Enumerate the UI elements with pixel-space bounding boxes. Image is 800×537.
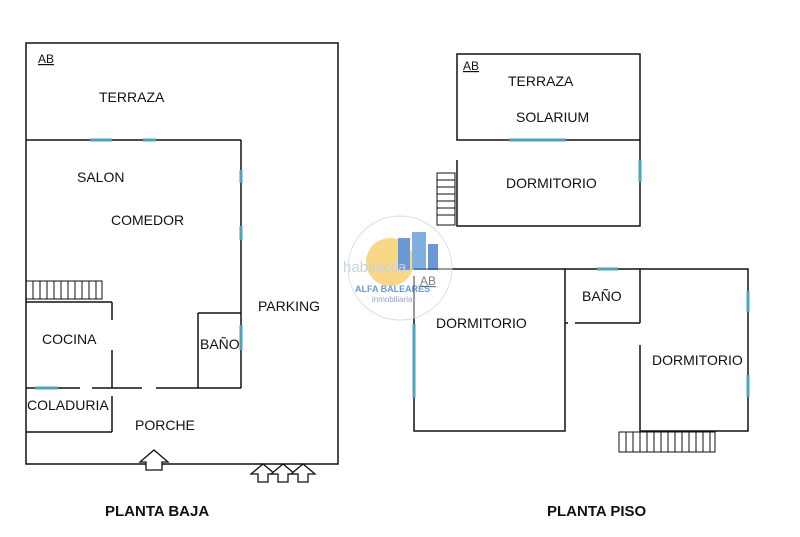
bedroom-top-outline [456, 140, 641, 227]
room-label-solarium: SOLARIUM [516, 109, 589, 125]
watermark-sub: inmobiliaria [372, 295, 413, 304]
upper-floor-title: PLANTA PISO [547, 503, 647, 520]
stairs [25, 280, 103, 300]
upper-floor-code: AB [463, 59, 479, 73]
room-label-dining: COMEDOR [111, 212, 184, 228]
room-label-porch: PORCHE [135, 417, 195, 433]
room-label-bedroom: DORMITORIO [436, 315, 527, 331]
entrance-arrow-icon [249, 463, 277, 483]
room-label-bathroom: BAÑO [582, 288, 622, 304]
room-label-kitchen: COCINA [42, 331, 97, 347]
room-label-bathroom: BAÑO [200, 336, 240, 352]
room-label-terrace: TERRAZA [99, 89, 165, 105]
room-label-bedroom: DORMITORIO [652, 352, 743, 368]
building-icon [412, 232, 426, 270]
room-label-bedroom: DORMITORIO [506, 175, 597, 191]
ground-floor-title: PLANTA BAJA [105, 503, 209, 520]
room-label-living: SALON [77, 169, 124, 185]
balcony-railing [618, 431, 716, 453]
ground-floor-outline [25, 42, 339, 465]
watermark-brand: ALFA BALEARES [355, 284, 430, 294]
ground-floor-code: AB [38, 52, 54, 66]
entrance-arrow-icon [269, 463, 297, 483]
upper-floor-code: AB [420, 274, 436, 288]
entrance-arrow-icon [289, 463, 317, 483]
building-icon [398, 238, 410, 270]
upper-terrace-outline [456, 53, 641, 141]
stairs [436, 172, 456, 226]
upper-lower-outline [413, 268, 749, 432]
upper-floor-plan: AB TERRAZA SOLARIUM DORMITORIO AB DORMIT… [412, 53, 750, 520]
ground-floor-plan: AB TERRAZA SALON COMEDOR PARKING COCINA … [25, 42, 339, 520]
room-label-parking: PARKING [258, 298, 320, 314]
room-label-terrace: TERRAZA [508, 73, 574, 89]
watermark-site: habitaclia [343, 259, 407, 276]
building-icon [428, 244, 438, 270]
watermark-logo: habitaclia ALFA BALEARES inmobiliaria [343, 215, 453, 321]
room-label-laundry: COLADURIA [27, 397, 109, 413]
entrance-arrow-icon [138, 449, 170, 471]
